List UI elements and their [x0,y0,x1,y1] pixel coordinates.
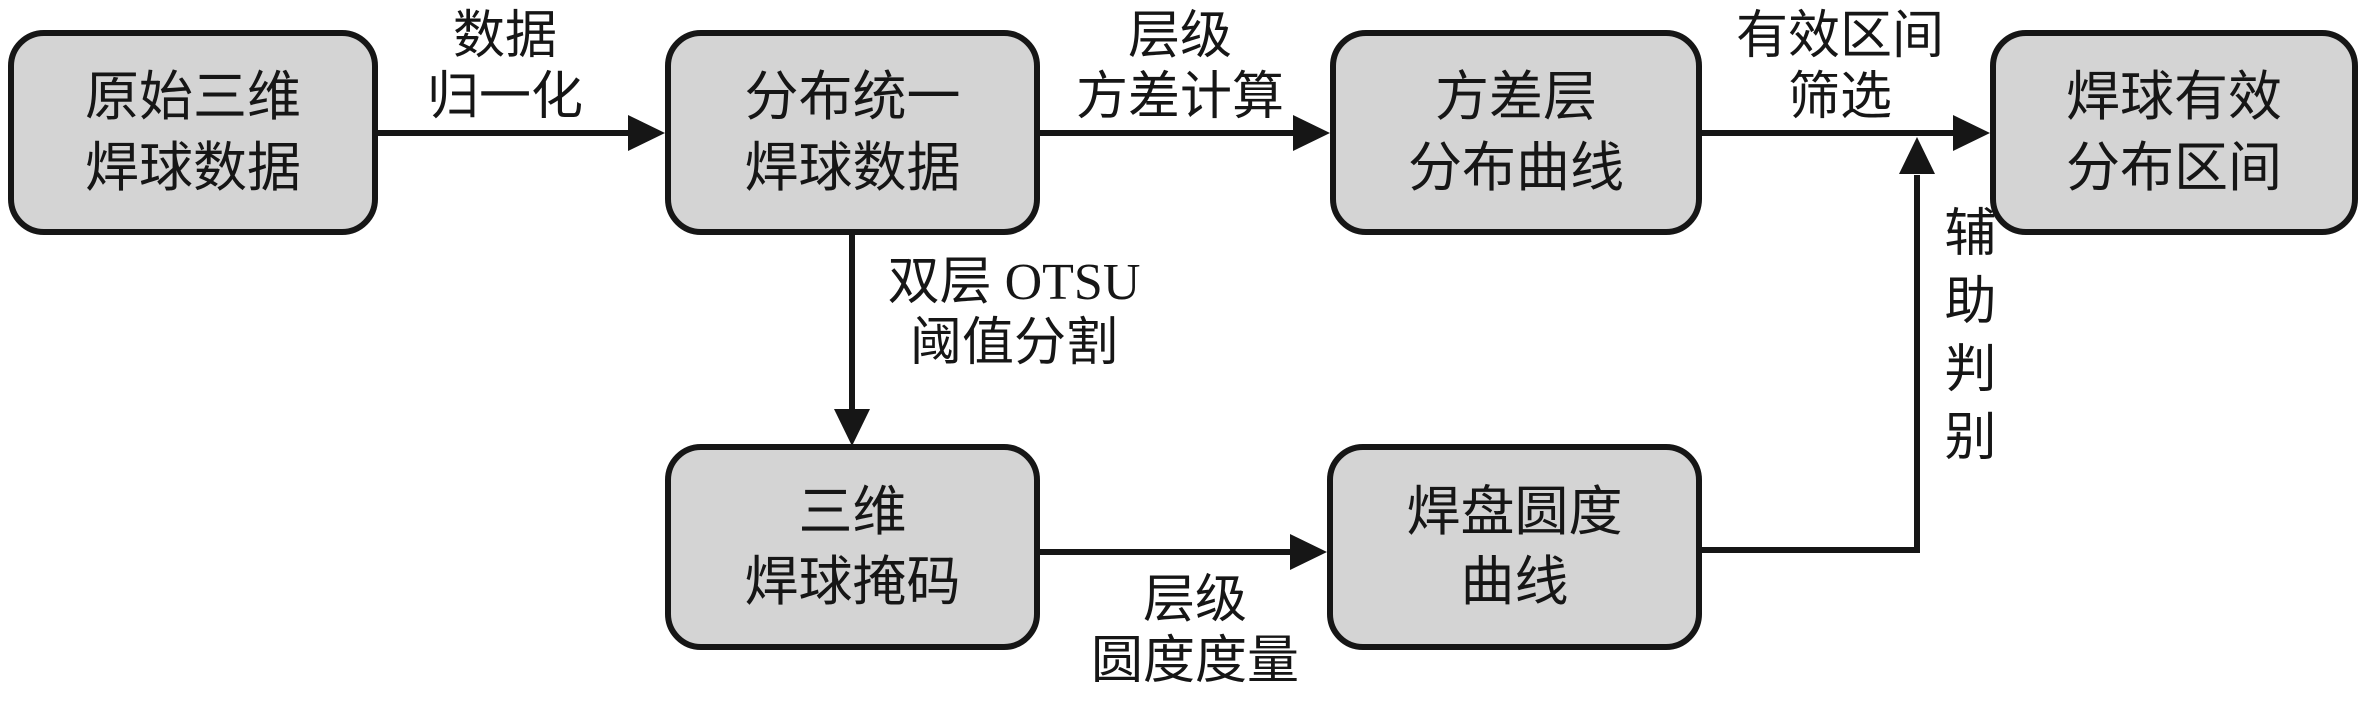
arrowhead-into-n4 [1953,115,1990,151]
node-label-line: 焊球数据 [85,137,301,198]
arrowhead-into-n3 [1293,115,1330,151]
node-label-line: 焊球有效 [2066,67,2282,128]
edge-label-line: 双层 OTSU [887,254,1141,311]
arrowhead-into-n6 [1290,534,1327,570]
arrowhead-up-into-junction [1899,137,1935,174]
node-label-line: 分布曲线 [1408,137,1624,198]
node-label-line: 方差层 [1435,67,1597,128]
node-label-line: 曲线 [1460,552,1569,612]
node-label-line: 分布区间 [2066,137,2282,198]
edge-label-data-normalization: 数据 归一化 [427,6,583,129]
node-label-line: 焊盘圆度 [1406,481,1623,542]
edge-label-layer-roundness-measure: 层级 圆度度量 [1091,570,1299,693]
edge-label-line: 层级 [1127,8,1233,65]
edge-label-line: 方差计算 [1075,69,1285,127]
edge-label-line: 有效区间 [1735,8,1945,65]
arrowhead-into-n2 [628,115,665,151]
node-label-line: 三维 [798,481,907,542]
edge-label-line: 阈值分割 [909,315,1119,373]
edge-label-effective-interval-filter: 有效区间 筛选 [1736,6,1944,129]
edge-label-line: 数据 [452,8,558,65]
edge-label-auxiliary-discrimination: 辅助判别 [1936,205,1993,477]
node-distribution-unified-solder-ball-data: 分布统一 焊球数据 [665,30,1040,235]
node-variance-layer-distribution-curve: 方差层 分布曲线 [1330,30,1702,235]
edge-label-line: 归一化 [426,69,584,127]
edge-label-line: 筛选 [1787,69,1893,127]
node-pad-roundness-curve: 焊盘圆度 曲线 [1327,444,1702,650]
edge-label-line: 圆度度量 [1090,633,1300,691]
node-solder-ball-effective-distribution-interval: 焊球有效 分布区间 [1990,30,2358,235]
edge-label-line: 层级 [1142,572,1248,629]
node-label-line: 分布统一 [744,67,961,128]
arrowhead-into-n5 [834,409,870,446]
node-original-3d-solder-ball-data: 原始三维 焊球数据 [8,30,378,235]
node-label-line: 焊球掩码 [744,552,961,612]
node-label-line: 焊球数据 [744,137,961,198]
node-3d-solder-ball-mask: 三维 焊球掩码 [665,444,1040,650]
node-label-line: 原始三维 [85,67,301,128]
edge-label-double-otsu-threshold-segmentation: 双层 OTSU 阈值分割 [888,252,1141,375]
edge-label-layer-variance-calc: 层级 方差计算 [1076,6,1284,129]
connector-auxiliary-discrimination [1702,175,1920,553]
